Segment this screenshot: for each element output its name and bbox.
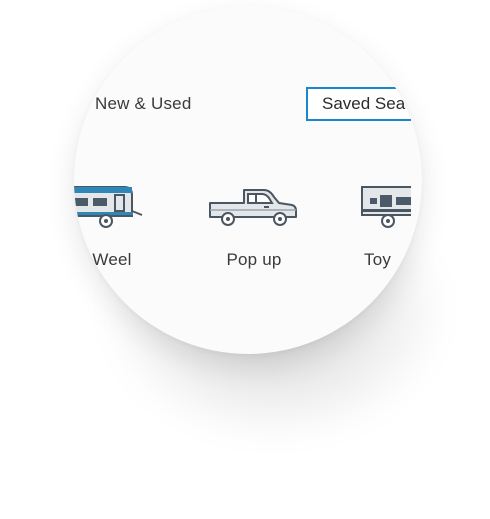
category-label: Weel — [92, 250, 132, 269]
category-pop-up[interactable]: Pop up — [204, 181, 304, 270]
toy-hauler-icon — [361, 186, 411, 228]
page-viewport: New & Used Saved Sea Weel — [74, 6, 411, 354]
category-label: Pop up — [226, 250, 282, 269]
pickup-truck-icon — [209, 189, 297, 226]
magnifier-lens: New & Used Saved Sea Weel — [74, 6, 422, 354]
category-toy[interactable]: Toy — [358, 181, 411, 270]
new-used-link[interactable]: New & Used — [95, 94, 192, 113]
saved-search-button[interactable]: Saved Sea — [306, 87, 411, 121]
category-label: Toy — [364, 250, 392, 269]
saved-search-label: Saved Sea — [322, 94, 406, 113]
travel-trailer-icon — [74, 186, 143, 228]
category-weel[interactable]: Weel — [74, 181, 162, 270]
